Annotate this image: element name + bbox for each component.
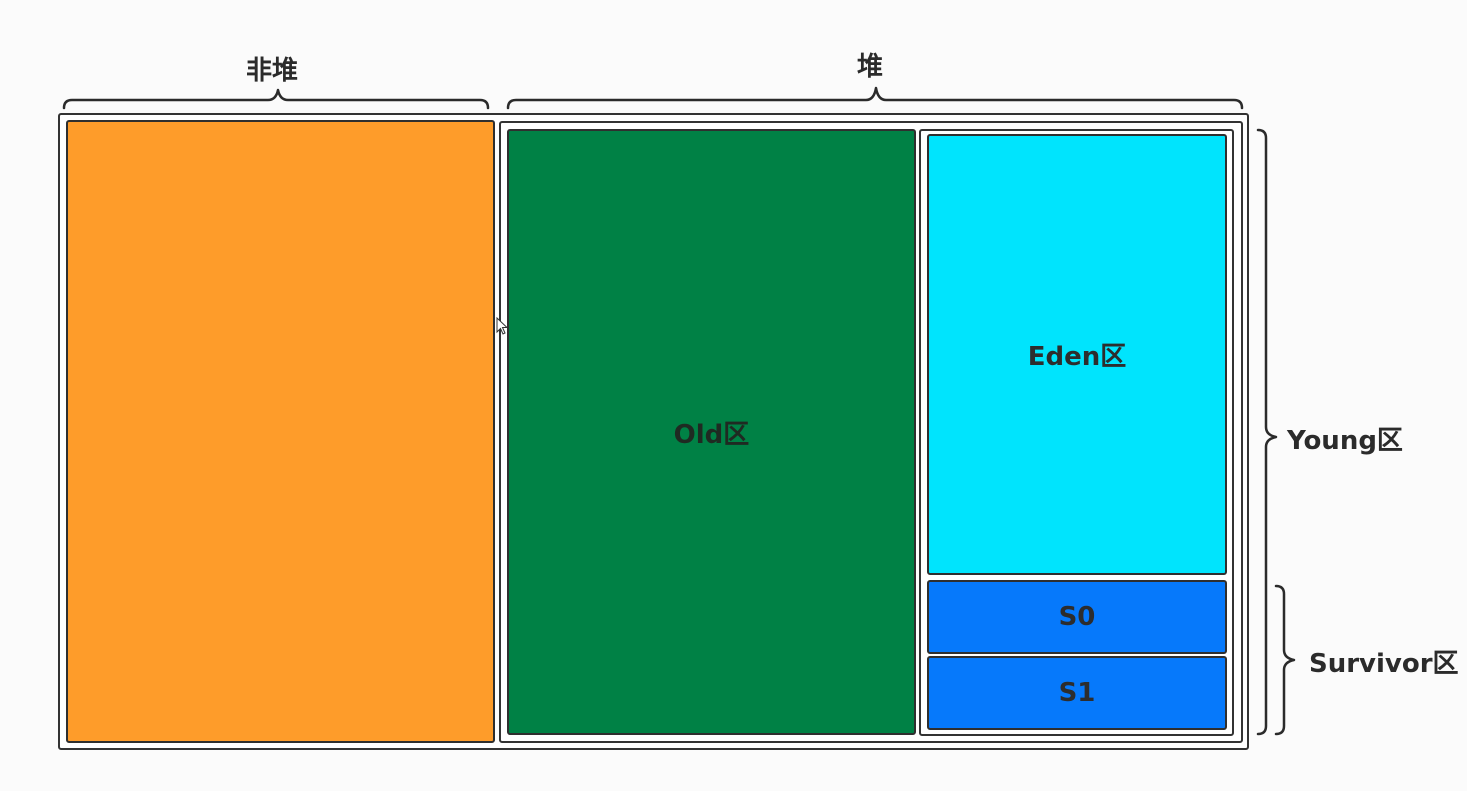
- survivor-label: Survivor区: [1309, 649, 1459, 679]
- eden-region-label: Eden区: [1027, 342, 1127, 372]
- eden-region: Eden区: [927, 134, 1227, 575]
- survivor-s0-region: S0: [927, 580, 1227, 654]
- old-region-label: Old区: [673, 419, 750, 450]
- heap-label: 堆: [857, 52, 884, 82]
- survivor-brace-icon: [1274, 584, 1296, 736]
- mouse-cursor-icon: [496, 317, 509, 335]
- s1-label: S1: [1058, 678, 1096, 708]
- young-label: Young区: [1287, 426, 1403, 456]
- non-heap-brace-icon: [62, 88, 490, 110]
- non-heap-region: [66, 120, 495, 743]
- young-brace-icon: [1256, 128, 1278, 736]
- survivor-s1-region: S1: [927, 656, 1227, 730]
- old-region: Old区: [507, 129, 916, 735]
- heap-brace-icon: [506, 86, 1244, 110]
- non-heap-label: 非堆: [246, 56, 299, 86]
- s0-label: S0: [1058, 602, 1096, 632]
